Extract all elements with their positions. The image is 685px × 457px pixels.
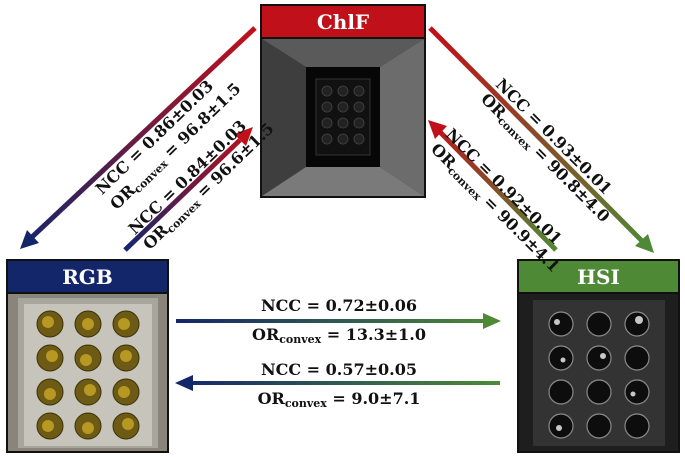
ncc-hsi-to-rgb: NCC = 0.57±0.05 (261, 360, 417, 379)
hsi-header: HSI (519, 261, 678, 294)
arrow-hsi-to-rgb (175, 375, 500, 391)
hsi-title: HSI (577, 264, 620, 289)
ncc-rgb-to-hsi: NCC = 0.72±0.06 (261, 296, 417, 315)
chlf-chamber-graphic (262, 39, 424, 196)
arrow-hsi-to-chlf (428, 120, 558, 252)
rgb-panel: RGB (6, 259, 169, 453)
rgb-wells (36, 310, 140, 440)
arrow-chlf-to-hsi (428, 26, 654, 253)
hsi-panel: HSI (517, 259, 680, 453)
arrow-rgb-to-chlf (123, 127, 253, 252)
arrow-chlf-to-rgb (20, 26, 257, 249)
chlf-header: ChlF (262, 6, 424, 39)
chlf-panel: ChlF (260, 4, 426, 198)
rgb-image (8, 294, 167, 451)
rgb-plate-graphic (8, 294, 167, 451)
rgb-title: RGB (62, 264, 113, 289)
chlf-title: ChlF (316, 9, 370, 34)
arrow-rgb-to-hsi (176, 313, 501, 329)
rgb-header: RGB (8, 261, 167, 294)
hsi-plate-graphic (519, 294, 678, 451)
hsi-image (519, 294, 678, 451)
or-hsi-to-rgb: ORconvex = 9.0±7.1 (257, 389, 421, 410)
or-rgb-to-hsi: ORconvex = 13.3±1.0 (252, 325, 426, 346)
chlf-wells (321, 85, 365, 145)
chlf-image (262, 39, 424, 196)
